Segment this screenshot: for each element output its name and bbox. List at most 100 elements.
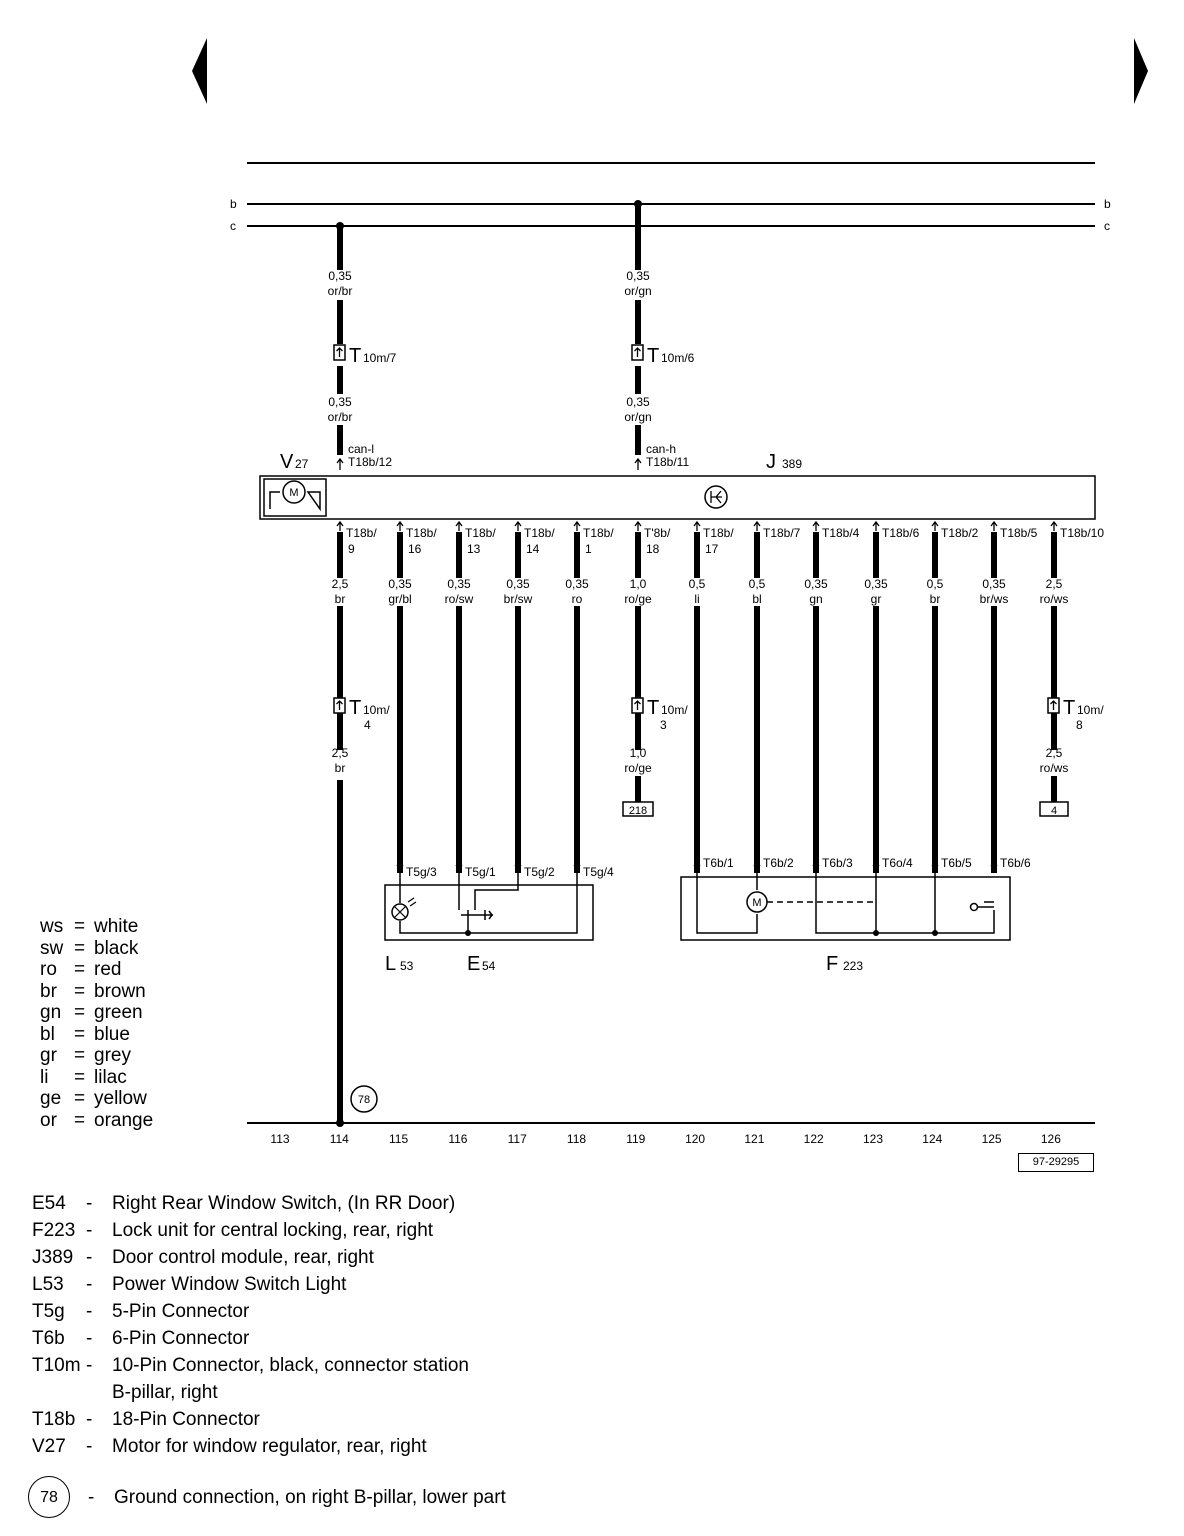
ground-point-marker xyxy=(350,1085,378,1113)
column-number: 119 xyxy=(626,1132,645,1146)
legend-abbr: br xyxy=(40,980,57,1002)
legend-row: bl=blue xyxy=(40,1024,153,1046)
connector-arrow-icon xyxy=(1050,700,1057,710)
pin-label: 13 xyxy=(467,542,481,556)
wire-color: br xyxy=(335,761,346,775)
component-description: Motor for window regulator, rear, right xyxy=(112,1436,427,1457)
component-list: E54-Right Rear Window Switch, (In RR Doo… xyxy=(28,1190,506,1518)
connector-label: T xyxy=(647,697,659,719)
wire-size: 0,35 xyxy=(864,577,888,591)
component-code: T10m xyxy=(32,1355,81,1376)
wire-color: ro/ws xyxy=(1040,592,1069,606)
wire-segment xyxy=(574,532,580,578)
e54-sublabel: 54 xyxy=(482,959,496,973)
component-row: J389-Door control module, rear, right xyxy=(32,1244,506,1271)
wire-segment xyxy=(694,532,700,578)
connector-sublabel: 10m/6 xyxy=(661,351,695,365)
wire-segment xyxy=(635,776,641,802)
legend-name: green xyxy=(94,1002,143,1023)
pin-arrow-icon xyxy=(990,520,998,531)
wire-size: 0,35 xyxy=(626,269,650,283)
legend-equals: = xyxy=(74,916,86,937)
wire-can-h-bottom xyxy=(635,425,641,455)
wire-segment xyxy=(932,532,938,578)
wire-size: 1,0 xyxy=(630,746,647,760)
pin-label: T6b/5 xyxy=(941,856,972,870)
connector-sublabel: 10m/ xyxy=(1077,703,1104,717)
j389-module-box xyxy=(259,475,1096,520)
v27-wiring xyxy=(269,491,321,512)
wire-size: 0,35 xyxy=(328,395,352,409)
pin-arrow-icon xyxy=(396,520,404,531)
component-row: T10m-10-Pin Connector, black, connector … xyxy=(32,1352,506,1406)
pin-arrow-icon xyxy=(872,860,880,873)
component-description: Door control module, rear, right xyxy=(112,1247,374,1268)
component-description: Power Window Switch Light xyxy=(112,1274,347,1295)
wire-color: bl xyxy=(752,592,761,606)
pin-label: T18b/12 xyxy=(348,455,392,469)
wire-color: gr/bl xyxy=(388,592,411,606)
legend-equals: = xyxy=(74,937,86,959)
wire-can-l-upper xyxy=(337,226,343,270)
pin-label: T5g/4 xyxy=(583,865,614,879)
pin-label: T18b/5 xyxy=(1000,526,1038,540)
pin-label: 14 xyxy=(526,542,540,556)
wire-color: br/ws xyxy=(980,592,1009,606)
column-number: 125 xyxy=(982,1132,1002,1146)
page-reference[interactable]: 4 xyxy=(1051,805,1057,817)
wire-can-l-lower xyxy=(337,366,343,394)
connector-sublabel: 10m/ xyxy=(363,703,390,717)
wire-segment xyxy=(873,606,879,873)
wire-size: 0,35 xyxy=(565,577,589,591)
pin-label: T18b/ xyxy=(346,526,377,540)
signal-label: can-l xyxy=(348,442,374,456)
wire-color: or/br xyxy=(328,410,353,424)
pin-label: T18b/11 xyxy=(646,455,689,469)
component-code: T6b xyxy=(32,1328,65,1349)
connector-arrow-icon xyxy=(634,347,641,357)
pin-label: T18b/ xyxy=(406,526,437,540)
pin-label: 17 xyxy=(705,542,719,556)
legend-name: blue xyxy=(94,1023,130,1045)
pin-label: T18b/4 xyxy=(822,526,860,540)
column-number: 113 xyxy=(270,1132,289,1146)
junction-dot xyxy=(465,930,471,936)
wire-size: 0,35 xyxy=(328,269,352,283)
pin-label: T5g/3 xyxy=(406,865,437,879)
column-number: 115 xyxy=(389,1132,408,1146)
ground-wire xyxy=(337,780,343,1123)
component-code: J389 xyxy=(32,1247,74,1268)
wire-segment xyxy=(515,606,521,873)
wire-segment xyxy=(991,606,997,873)
component-dash: - xyxy=(86,1274,93,1295)
component-row: E54-Right Rear Window Switch, (In RR Doo… xyxy=(32,1190,506,1217)
page-reference-box[interactable] xyxy=(1039,801,1069,817)
wire-size: 2,5 xyxy=(1046,746,1063,760)
rail-b-label-left: b xyxy=(230,197,237,211)
next-page-arrow-icon[interactable] xyxy=(1134,38,1148,104)
page-reference[interactable]: 218 xyxy=(629,805,647,817)
component-description: 18-Pin Connector xyxy=(112,1409,260,1430)
pin-arrow-icon xyxy=(455,520,463,531)
component-code: T18b xyxy=(32,1409,76,1430)
ground-symbol-icon: 78 xyxy=(28,1476,70,1518)
wire-color: li xyxy=(694,592,699,606)
wire-can-h-lower xyxy=(635,366,641,394)
column-number: 123 xyxy=(863,1132,883,1146)
pin-arrow-icon xyxy=(336,457,344,470)
legend-row: br=brown xyxy=(40,981,153,1003)
wire-color: gr xyxy=(871,592,882,606)
page-reference-box[interactable] xyxy=(622,801,654,817)
pin-label: T6b/2 xyxy=(763,856,794,870)
legend-equals: = xyxy=(74,1109,86,1131)
pin-arrow-icon xyxy=(514,860,522,873)
wire-color: ro/ge xyxy=(624,761,652,775)
prev-page-arrow-icon[interactable] xyxy=(192,38,207,104)
junction-dot xyxy=(932,930,938,936)
column-number: 117 xyxy=(508,1132,527,1146)
lock-switch-icon xyxy=(978,901,994,908)
component-code: L53 xyxy=(32,1274,64,1295)
ground-point-label: 78 xyxy=(358,1094,370,1106)
legend-row: gn=green xyxy=(40,1002,153,1024)
